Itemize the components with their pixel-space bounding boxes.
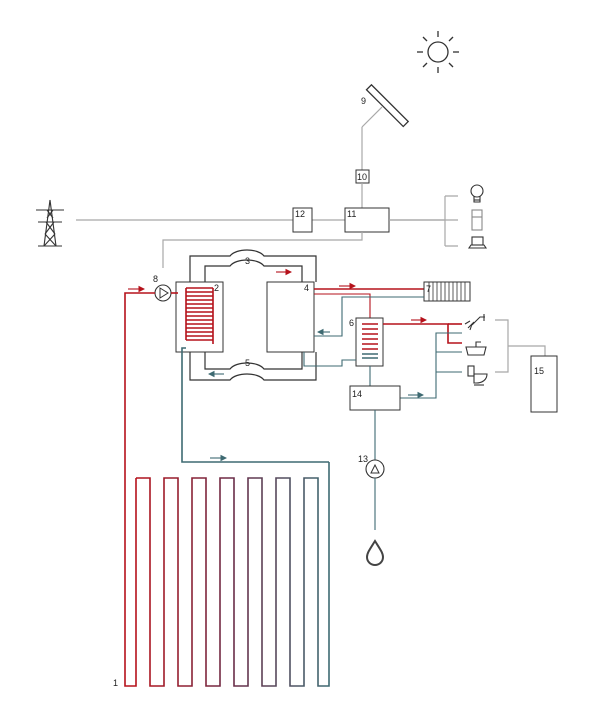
- label-12: 12: [295, 209, 305, 219]
- sink-icon: [465, 341, 487, 356]
- radiator: [423, 281, 471, 302]
- fridge-icon: [471, 209, 483, 231]
- label-3: 3: [245, 256, 250, 266]
- heating-return-pipe: [181, 347, 329, 463]
- label-5: 5: [245, 358, 250, 368]
- laptop-icon: [467, 236, 488, 249]
- water-drop-icon: [365, 539, 385, 567]
- label-11: 11: [347, 209, 356, 219]
- underfloor-heating-loop: [136, 462, 330, 687]
- label-6: 6: [349, 318, 354, 328]
- controller-box: [344, 207, 390, 233]
- meter-box: [292, 207, 313, 233]
- label-4: 4: [304, 283, 309, 293]
- label-2: 2: [214, 283, 219, 293]
- label-8: 8: [153, 274, 158, 284]
- heating-supply-pipe: [124, 292, 155, 687]
- label-7: 7: [426, 284, 431, 294]
- shower-icon: [464, 314, 485, 331]
- refrigerant-cycle: [189, 249, 317, 381]
- power-pylon-icon: [36, 199, 64, 247]
- label-14: 14: [352, 389, 362, 399]
- hot-water-tank: [355, 317, 384, 367]
- wastewater-tank: [530, 355, 558, 413]
- label-13: 13: [358, 454, 368, 464]
- water-treatment-unit: [349, 385, 401, 411]
- condenser: [266, 281, 315, 353]
- label-9: 9: [361, 96, 366, 106]
- water-pump: [365, 459, 385, 479]
- solar-panel: [361, 83, 410, 170]
- evaporator: [175, 281, 224, 353]
- sun-icon: [417, 31, 459, 73]
- toilet-icon: [467, 365, 488, 386]
- circulation-pump: [154, 284, 172, 302]
- label-10: 10: [357, 172, 367, 182]
- label-1: 1: [113, 678, 118, 688]
- light-bulb-icon: [470, 184, 484, 203]
- label-15: 15: [534, 366, 544, 376]
